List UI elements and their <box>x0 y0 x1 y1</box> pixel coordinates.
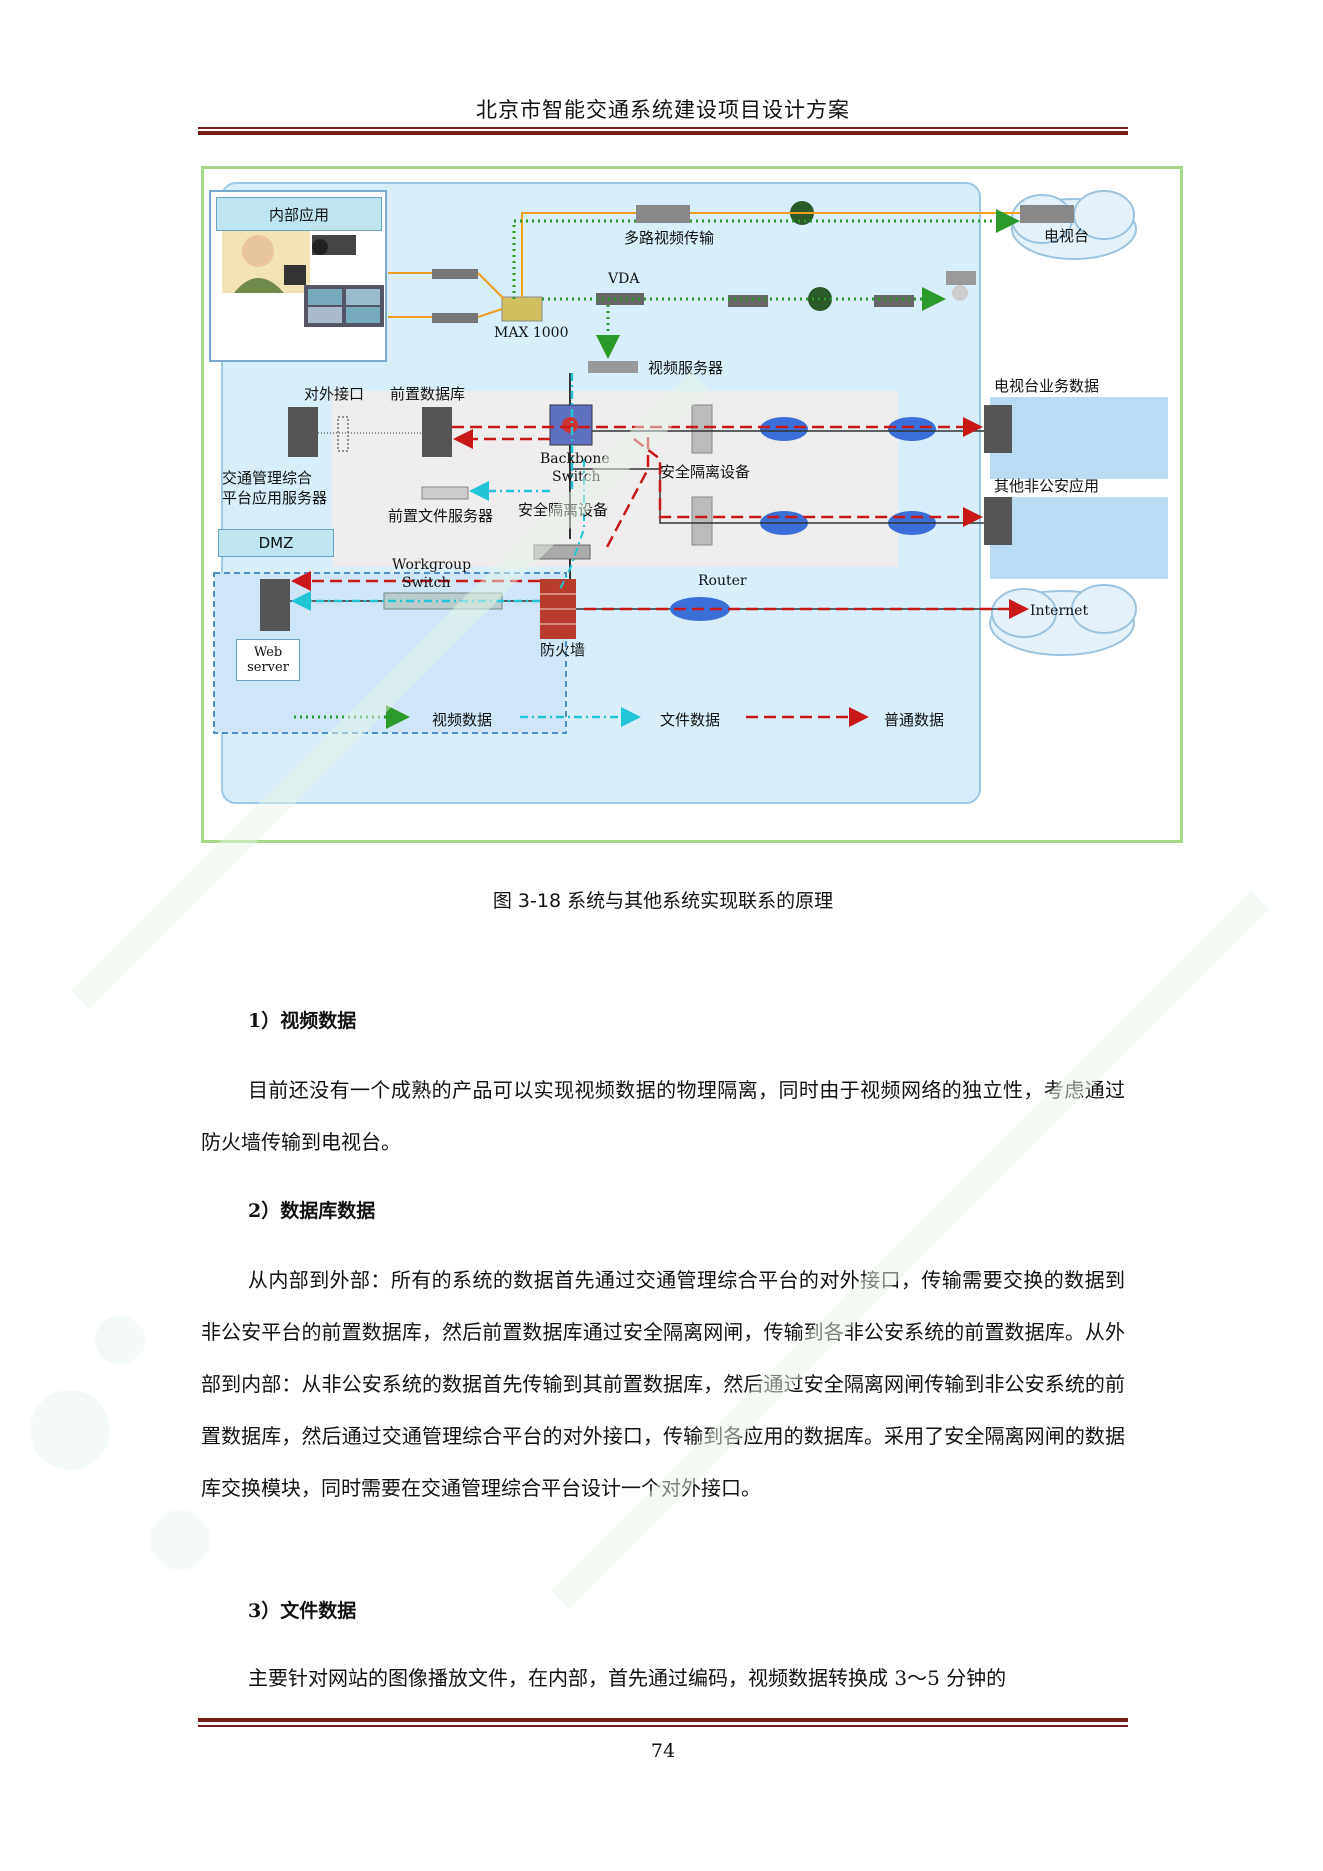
traffic-server-label-1: 交通管理综合 <box>222 467 312 488</box>
firewall-icon <box>540 579 576 639</box>
video-server-device <box>588 361 638 373</box>
tv-business-region <box>990 397 1168 479</box>
traffic-server-tower <box>288 407 318 457</box>
security-device-bottom <box>692 497 712 545</box>
legend-file-label: 文件数据 <box>660 709 720 730</box>
vda-relay-2 <box>874 295 914 307</box>
backbone-label-2: Switch <box>552 469 601 485</box>
tv-station-rack <box>1020 205 1074 223</box>
footer-rule-bottom <box>198 1725 1128 1727</box>
network-diagram: 内部应用 多路视频传输 电视台 VDA MAX 1000 视频服务器 对外接口 … <box>201 166 1183 843</box>
video-server-label: 视频服务器 <box>648 357 723 378</box>
section-paragraph-2: 从内部到外部：所有的系统的数据首先通过交通管理综合平台的对外接口，传输需要交换的… <box>201 1254 1125 1514</box>
header-rule-top <box>198 127 1128 129</box>
workgroup-label-2: Switch <box>402 575 451 591</box>
internet-label: Internet <box>1030 603 1088 619</box>
multi-video-rack <box>636 205 690 223</box>
other-apps-server <box>984 497 1012 545</box>
tv-business-server <box>984 405 1012 453</box>
front-file-server-label: 前置文件服务器 <box>388 505 493 526</box>
firewall-label: 防火墙 <box>540 639 585 660</box>
header-rule-bottom <box>198 131 1128 135</box>
camera-icon <box>312 235 356 255</box>
workgroup-label-1: Workgroup <box>392 557 471 573</box>
section-heading-1: 1）视频数据 <box>248 1006 356 1033</box>
web-server-label-1: Web <box>254 645 282 660</box>
router-label: Router <box>698 573 747 589</box>
other-apps-region <box>990 497 1168 579</box>
central-gray-area <box>332 391 898 567</box>
vda-label: VDA <box>608 271 639 287</box>
operator-photo <box>222 227 310 293</box>
security-device-right-label: 安全隔离设备 <box>660 461 750 482</box>
section-heading-2: 2）数据库数据 <box>248 1196 375 1223</box>
section-paragraph-1: 目前还没有一个成熟的产品可以实现视频数据的物理隔离，同时由于视频网络的独立性，考… <box>201 1064 1125 1168</box>
section-paragraph-3: 主要针对网站的图像播放文件，在内部，首先通过编码，视频数据转换成 3～5 分钟的 <box>201 1652 1125 1704</box>
tv-business-label: 电视台业务数据 <box>994 375 1099 396</box>
internet-cloud <box>990 585 1136 655</box>
router-1b <box>888 417 936 441</box>
web-server-label-2: server <box>247 660 289 675</box>
diagram-graphics <box>204 169 1180 840</box>
security-device-top <box>692 405 712 453</box>
dmz-label: DMZ <box>218 529 334 557</box>
footer-rule-top <box>198 1718 1128 1722</box>
other-apps-label: 其他非公安应用 <box>994 475 1099 496</box>
security-device-mid <box>534 545 590 559</box>
page-number: 74 <box>198 1740 1128 1762</box>
video-wall-icon <box>304 285 384 327</box>
encoder-2 <box>432 313 478 323</box>
internal-apps-label: 内部应用 <box>216 197 382 231</box>
legend-normal-label: 普通数据 <box>884 709 944 730</box>
vda-relay-1 <box>728 295 768 307</box>
multi-video-label: 多路视频传输 <box>624 227 714 248</box>
security-device-mid-label: 安全隔离设备 <box>518 499 608 520</box>
external-interface-label: 对外接口 <box>304 383 364 404</box>
encoder-1 <box>432 269 478 279</box>
legend-video-label: 视频数据 <box>432 709 492 730</box>
tv-station-label: 电视台 <box>1044 225 1089 246</box>
backbone-label-1: Backbone <box>540 451 610 467</box>
traffic-server-label-2: 平台应用服务器 <box>222 487 327 508</box>
section-heading-3: 3）文件数据 <box>248 1596 356 1623</box>
max1000-device <box>502 297 542 321</box>
front-db-label: 前置数据库 <box>390 383 465 404</box>
web-server-label-box: Web server <box>236 639 300 681</box>
web-server-tower <box>260 579 290 631</box>
max1000-label: MAX 1000 <box>494 325 569 341</box>
page-header-title: 北京市智能交通系统建设项目设计方案 <box>198 94 1128 124</box>
figure-caption: 图 3-18 系统与其他系统实现联系的原理 <box>198 886 1128 913</box>
router-1a <box>760 417 808 441</box>
front-file-server <box>422 487 468 499</box>
front-db-tower <box>422 407 452 457</box>
